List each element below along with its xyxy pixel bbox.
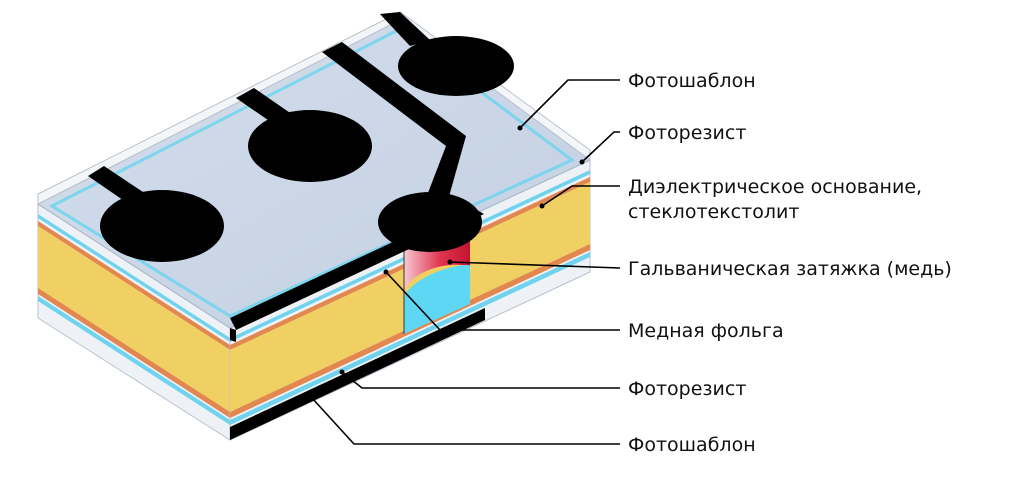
left-face-photoresist-bottom xyxy=(38,296,230,425)
label-photoresist-bottom: Фоторезист xyxy=(628,378,746,400)
pad-left xyxy=(100,190,224,262)
leader-lines xyxy=(311,79,621,445)
left-face-dielectric xyxy=(38,226,230,412)
label-copper-foil: Медная фольга xyxy=(628,320,784,342)
label-plating: Гальваническая затяжка (медь) xyxy=(628,258,952,280)
label-photomask-bottom: Фотошаблон xyxy=(628,434,756,456)
leader-copper-foil xyxy=(385,271,620,331)
leader-photoresist-top xyxy=(581,131,620,163)
label-photomask-top: Фотошаблон xyxy=(628,70,756,92)
leader-photoresist-bottom xyxy=(341,371,620,389)
left-face-copper-top xyxy=(38,221,230,350)
label-dielectric-line2: стеклотекстолит xyxy=(628,201,799,223)
leader-markers xyxy=(309,125,585,401)
label-dielectric-line1: Диэлектрическое основание, xyxy=(628,176,922,198)
hole-bottom-cyan xyxy=(404,265,470,334)
top-photoresist-edge xyxy=(48,28,575,318)
trace-bent xyxy=(322,42,466,200)
front-face-bottom-mask xyxy=(230,308,485,440)
pad-top-right xyxy=(398,36,514,96)
photomask-pattern xyxy=(88,12,514,342)
labels: Фотошаблон Фоторезист Диэлектрическое ос… xyxy=(628,70,952,456)
left-face-copper-bottom xyxy=(38,288,230,418)
pad-middle xyxy=(248,110,372,182)
left-face-photoresist-top xyxy=(38,214,230,342)
trace-front-edge xyxy=(230,206,484,330)
leader-plating xyxy=(449,261,621,269)
leader-dielectric xyxy=(541,185,620,207)
trace-top-right xyxy=(380,12,430,46)
trace-front-edge-side xyxy=(230,328,236,342)
leader-photomask-top xyxy=(519,79,620,129)
label-photoresist-top: Фоторезист xyxy=(628,122,746,144)
board-left-face xyxy=(37,203,231,441)
leader-photomask-bottom xyxy=(311,397,620,445)
front-face-photoresist-bottom xyxy=(230,252,590,425)
